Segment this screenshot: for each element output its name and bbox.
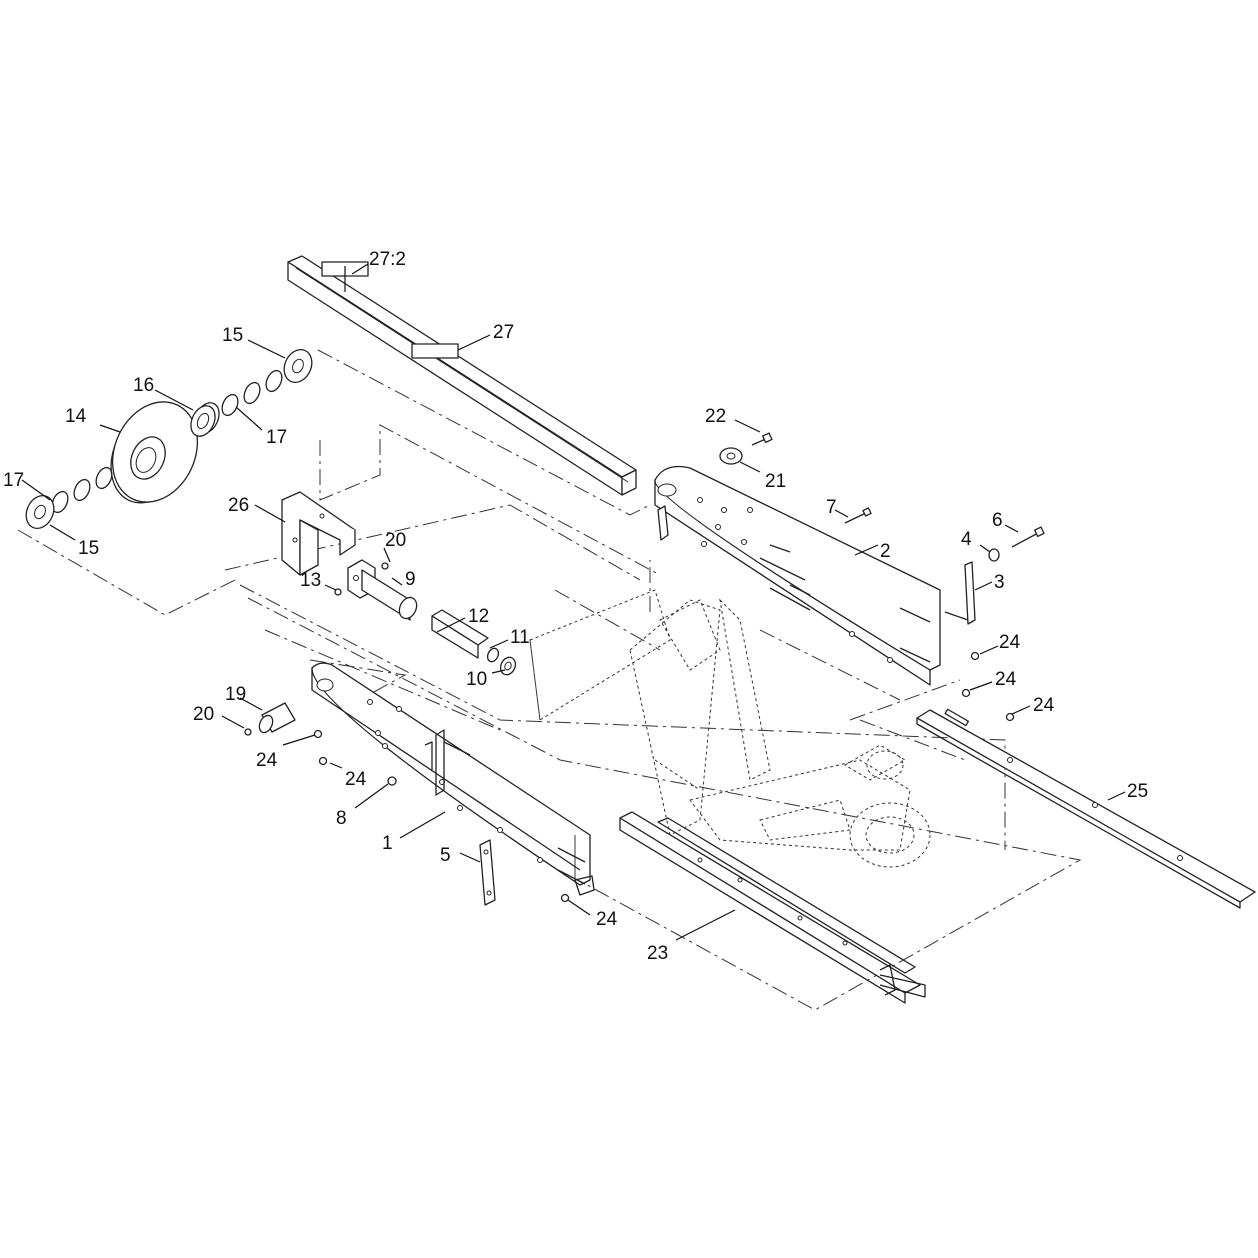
- callout-23: 23: [647, 943, 668, 964]
- callout-1: 1: [382, 833, 393, 854]
- part-24-nuts: [313, 651, 1015, 903]
- callout-3: 3: [994, 572, 1005, 593]
- part-5-strap: [479, 839, 496, 906]
- part-27-square-tube: [287, 255, 637, 496]
- callout-10: 10: [466, 669, 487, 690]
- part-23-slide-rail: [619, 811, 926, 1004]
- callout-25: 25: [1127, 781, 1148, 802]
- callout-8: 8: [336, 808, 347, 829]
- callout-17-left: 17: [3, 470, 24, 491]
- part-2-side-plate: [654, 465, 941, 686]
- callout-11: 11: [510, 627, 530, 648]
- callout-12: 12: [468, 606, 489, 627]
- callout-21: 21: [765, 471, 786, 492]
- part-19-bushing: [258, 702, 296, 734]
- callout-27-2: 27:2: [369, 249, 406, 270]
- callout-24-a: 24: [256, 750, 278, 771]
- part-9-pivot-housing: [347, 559, 418, 621]
- callout-14: 14: [65, 406, 87, 427]
- part-12-tube: [431, 609, 489, 659]
- callout-9: 9: [405, 569, 416, 590]
- callout-22: 22: [705, 406, 726, 427]
- part-3-strap: [944, 561, 976, 625]
- leader-lines: [21, 263, 1126, 941]
- callout-17-top: 17: [266, 427, 287, 448]
- callout-20-left: 20: [193, 704, 214, 725]
- part-10-11-washers: [486, 647, 517, 676]
- part-2-holes: [697, 497, 893, 663]
- part-1-side-plate: [311, 662, 595, 896]
- callout-19: 19: [225, 684, 246, 705]
- callout-20-top: 20: [385, 530, 406, 551]
- callout-2: 2: [880, 541, 891, 562]
- part-14-sheave: [110, 401, 199, 504]
- callout-26: 26: [228, 495, 249, 516]
- part-26-bracket: [281, 491, 356, 576]
- phantom-frame: [529, 589, 931, 868]
- callout-16: 16: [133, 375, 154, 396]
- callout-24-d: 24: [999, 632, 1021, 653]
- assembly-guide-lines: [17, 349, 1082, 1011]
- callout-15-left: 15: [78, 538, 99, 559]
- callout-27: 27: [493, 322, 514, 343]
- callout-24-e: 24: [995, 669, 1017, 690]
- callout-15-top: 15: [222, 325, 243, 346]
- callout-24-b: 24: [345, 769, 367, 790]
- callout-6: 6: [992, 510, 1003, 531]
- part-1-holes: [367, 699, 543, 863]
- part-23-holes: [697, 857, 848, 946]
- callout-7: 7: [826, 497, 837, 518]
- callout-5: 5: [440, 845, 451, 866]
- part-16-bearing: [190, 402, 220, 437]
- part-25-flat-bar: [916, 708, 1256, 909]
- callout-labels: 27:2 27 15 16 14 17 17 15 26 20 9 13 12 …: [3, 249, 1148, 964]
- part-27-label-plate: [411, 343, 459, 359]
- callout-24-c: 24: [596, 909, 618, 930]
- part-15-washers: [25, 348, 313, 530]
- callout-24-f: 24: [1033, 695, 1055, 716]
- callout-13: 13: [300, 570, 321, 591]
- callout-4: 4: [961, 529, 972, 550]
- small-screws: [244, 562, 389, 736]
- fasteners-bolts: [719, 432, 1045, 562]
